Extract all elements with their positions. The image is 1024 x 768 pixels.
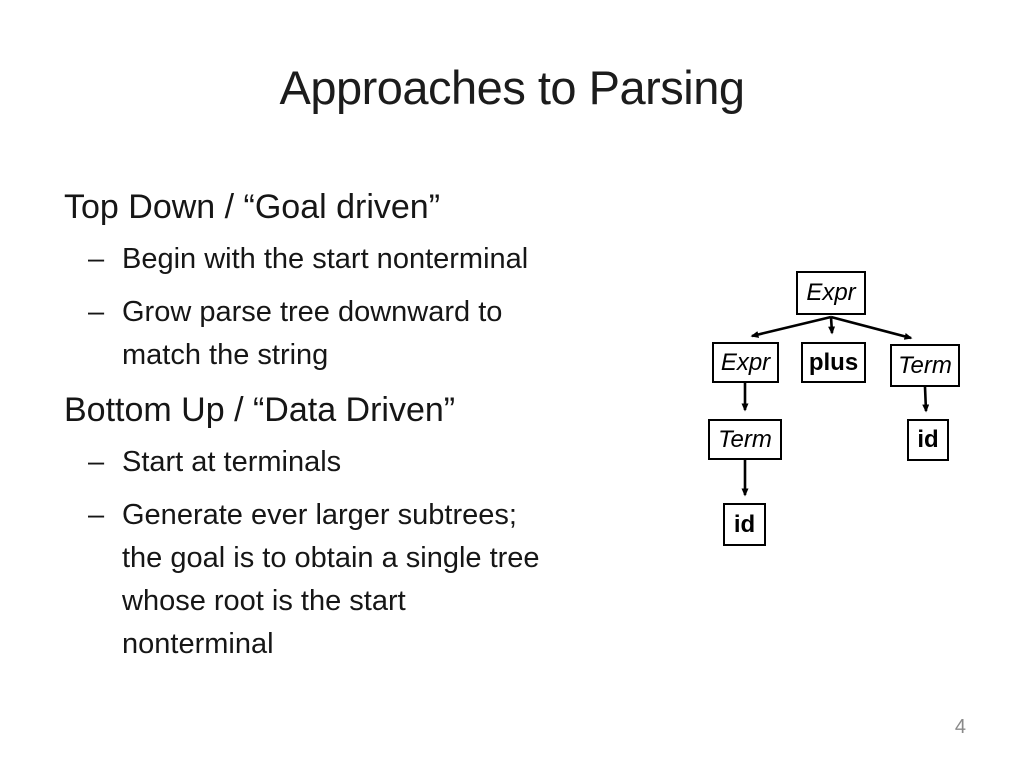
bullet-text: Top Down / “Goal driven”	[64, 188, 441, 226]
bullet-begin-start-nonterminal: – Begin with the start nonterminal	[64, 238, 664, 281]
bullet-text: Begin with the start nonterminal	[122, 243, 529, 275]
tree-node-plus: plus	[801, 342, 866, 383]
slide-body: Top Down / “Goal driven” – Begin with th…	[64, 184, 664, 676]
tree-node-left-term: Term	[708, 419, 782, 460]
tree-node-child-term: Term	[890, 344, 960, 387]
tree-node-child-expr: Expr	[712, 342, 779, 383]
tree-node-left-id: id	[723, 503, 766, 546]
bullet-text: Grow parse tree downward to match the st…	[122, 296, 503, 371]
bullet-grow-parse-tree: – Grow parse tree downward to match the …	[64, 291, 664, 377]
tree-node-right-id: id	[907, 419, 949, 461]
dash-bullet-marker: –	[88, 499, 105, 531]
bullet-text: Generate ever larger subtrees; the goal …	[122, 499, 540, 660]
dash-bullet-marker: –	[88, 446, 105, 478]
page-number: 4	[954, 716, 966, 738]
parse-tree-diagram: Expr Expr plus Term Term id id	[690, 260, 980, 560]
bullet-start-at-terminals: – Start at terminals	[64, 441, 664, 484]
bullet-top-down: Top Down / “Goal driven”	[64, 184, 664, 230]
parse-tree-arrows	[741, 315, 930, 497]
bullet-text: Start at terminals	[122, 446, 342, 478]
bullet-bottom-up: Bottom Up / “Data Driven”	[64, 387, 664, 433]
dash-bullet-marker: –	[88, 243, 105, 275]
slide-title: Approaches to Parsing	[279, 61, 745, 114]
dash-bullet-marker: –	[88, 296, 105, 328]
tree-node-root-expr: Expr	[796, 271, 866, 315]
bullet-text: Bottom Up / “Data Driven”	[64, 391, 456, 429]
bullet-generate-subtrees: – Generate ever larger subtrees; the goa…	[64, 494, 664, 666]
